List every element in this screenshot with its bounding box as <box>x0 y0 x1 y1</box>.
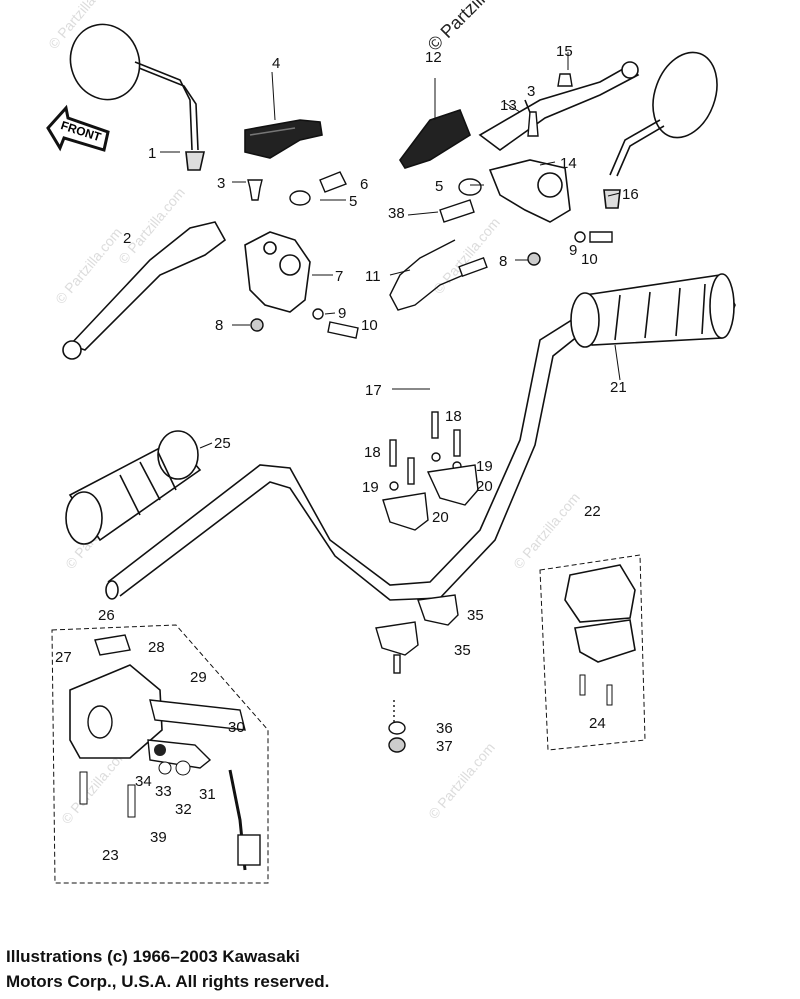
handlebar-clamps <box>382 411 479 531</box>
callout-1: 1 <box>148 145 156 162</box>
callout-28: 28 <box>148 639 165 656</box>
callout-19: 19 <box>476 458 493 475</box>
callout-29: 29 <box>190 669 207 686</box>
callout-8: 8 <box>215 317 223 334</box>
lever-cover <box>244 119 323 159</box>
brand-watermark: © Partzilla <box>424 0 497 55</box>
callout-3: 3 <box>217 175 225 192</box>
callout-10: 10 <box>361 317 378 334</box>
footer-line-1: Illustrations (c) 1966–2003 Kawasaki <box>6 947 300 966</box>
callout-19b: 19 <box>362 479 379 496</box>
lever-cover-right <box>399 109 471 169</box>
right-grip <box>570 273 736 348</box>
callout-20b: 20 <box>432 509 449 526</box>
callout-20: 20 <box>476 478 493 495</box>
brake-bracket <box>488 159 571 223</box>
callout-13: 13 <box>500 97 517 114</box>
copyright-footer: Illustrations (c) 1966–2003 Kawasaki Mot… <box>6 944 566 994</box>
callout-7: 7 <box>335 268 343 285</box>
brake-lever <box>478 61 640 151</box>
callout-32: 32 <box>175 801 192 818</box>
callout-26: 26 <box>98 607 115 624</box>
callout-14: 14 <box>560 155 577 172</box>
callout-16: 16 <box>622 186 639 203</box>
callout-38: 38 <box>388 205 405 222</box>
callout-25: 25 <box>214 435 231 452</box>
callout-37: 37 <box>436 738 453 755</box>
callout-27: 27 <box>55 649 72 666</box>
callout-34: 34 <box>135 773 152 790</box>
leader-lines <box>160 52 621 449</box>
watermark-4: © Partzilla.com <box>510 489 583 572</box>
callout-4: 4 <box>272 55 280 72</box>
small-parts <box>247 73 613 339</box>
left-switch-housing <box>51 624 269 884</box>
callout-24: 24 <box>589 715 606 732</box>
callout-31: 31 <box>199 786 216 803</box>
right-mirror <box>603 51 718 209</box>
callout-2: 2 <box>123 230 131 247</box>
watermark-2: © Partzilla.com <box>52 224 125 307</box>
callout-17: 17 <box>365 382 382 399</box>
callout-5: 5 <box>349 193 357 210</box>
callout-35: 35 <box>467 607 484 624</box>
callout-6: 6 <box>360 176 368 193</box>
right-switch-housing <box>539 554 646 751</box>
callout-11: 11 <box>365 268 381 285</box>
callout-36: 36 <box>436 720 453 737</box>
callout-9: 9 <box>338 305 346 322</box>
callout-15: 15 <box>556 43 573 60</box>
footer-line-2: Motors Corp., U.S.A. All rights reserved… <box>6 972 330 991</box>
callouts: 1 2 3 3 4 5 5 6 7 8 8 9 9 10 10 11 12 13… <box>55 43 639 864</box>
left-mirror <box>69 23 205 171</box>
callout-35b: 35 <box>454 642 471 659</box>
front-arrow-icon: FRONT <box>46 104 110 152</box>
callout-3b: 3 <box>527 83 535 100</box>
callout-10b: 10 <box>581 251 598 268</box>
left-grip <box>65 430 202 545</box>
callout-12: 12 <box>425 49 442 66</box>
callout-5b: 5 <box>435 178 443 195</box>
clutch-lever <box>62 221 227 360</box>
callout-23: 23 <box>102 847 119 864</box>
callout-39: 39 <box>150 829 167 846</box>
callout-21: 21 <box>610 379 627 396</box>
callout-18b: 18 <box>364 444 381 461</box>
callout-9b: 9 <box>569 242 577 259</box>
diagram-canvas: © Partzilla.com © Partzilla.com © Partzi… <box>45 0 736 884</box>
callout-18: 18 <box>445 408 462 425</box>
callout-33: 33 <box>155 783 172 800</box>
callout-22: 22 <box>584 503 601 520</box>
lower-clamp <box>375 594 459 753</box>
switch-cable <box>389 239 488 311</box>
clutch-bracket <box>244 231 311 313</box>
callout-8b: 8 <box>499 253 507 270</box>
callout-30: 30 <box>228 719 245 736</box>
